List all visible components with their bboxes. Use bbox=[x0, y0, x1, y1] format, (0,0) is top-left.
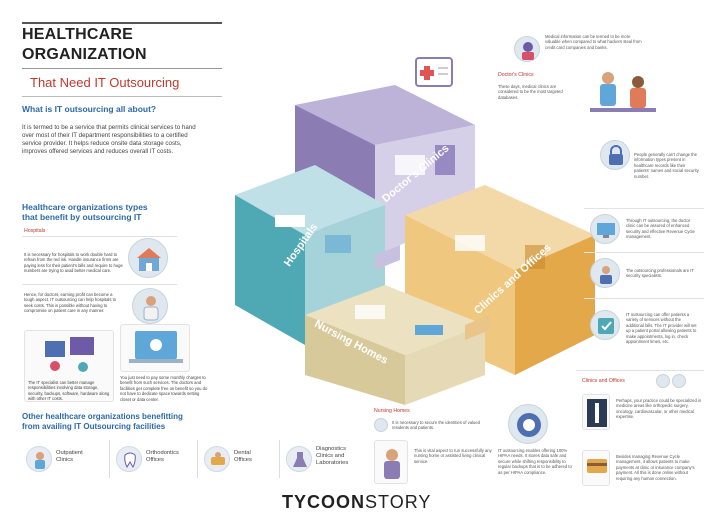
other-heading-line2: from availing IT Outsourcing facilities bbox=[22, 422, 166, 431]
doctor-small-icon bbox=[656, 374, 670, 388]
nursing-text-1: It is necessary to secure the identities… bbox=[392, 420, 480, 431]
shield-icon bbox=[374, 418, 388, 432]
bone-xray-illustration bbox=[582, 394, 610, 430]
laptop-illustration bbox=[120, 324, 190, 372]
outpatient-label-line2: Clinics bbox=[56, 457, 74, 463]
other-heading-line1: Other healthcare organizations benefitti… bbox=[22, 412, 183, 421]
perhaps-text: Perhaps, your practice could be speciali… bbox=[616, 398, 702, 420]
nursing-homes-label: Nursing Homes bbox=[374, 408, 410, 414]
divider bbox=[22, 284, 177, 285]
nursing-text-2: This is vital aspect to run successfully… bbox=[414, 448, 492, 464]
professionals-text: The outsourcing professionals are IT sec… bbox=[626, 268, 694, 279]
nursing-text-3: IT outsourcing enables offering 100% HIP… bbox=[498, 448, 572, 475]
intro-heading: What is IT outsourcing all about? bbox=[22, 104, 157, 114]
orthodontics-label-line2: Offices bbox=[146, 457, 164, 463]
divider bbox=[22, 236, 177, 237]
monthly-charges-text: You just need to pay some monthly charge… bbox=[120, 375, 208, 402]
it-specialist-text: The IT specialist can better manage resp… bbox=[28, 380, 110, 402]
through-it-text: Through IT outsourcing, the doctor clini… bbox=[626, 218, 695, 240]
tooth-icon bbox=[116, 446, 142, 472]
diagnostics-label-line3: Laboratories bbox=[316, 460, 349, 466]
hipaa-icon bbox=[508, 404, 548, 444]
medical-info-text: Medical information can be termed to be … bbox=[545, 34, 642, 50]
brand-logo: TYCOONSTORY bbox=[282, 492, 431, 513]
hospitals-section-label: Hospitals bbox=[24, 228, 46, 234]
brand-part1: TYCOON bbox=[282, 492, 366, 512]
brand-part2: STORY bbox=[365, 492, 432, 512]
doctor-icon bbox=[132, 288, 168, 324]
dental-label-line2: Offices bbox=[234, 457, 252, 463]
orthodontics-label-line1: Orthodontics bbox=[146, 450, 179, 456]
title-rule-top bbox=[22, 22, 222, 24]
besides-text: Besides managing Revenue Cycle managemen… bbox=[616, 454, 695, 481]
divider bbox=[584, 298, 704, 299]
hospitals-text-1: It is necessary for hospitals to work do… bbox=[24, 252, 123, 274]
people-text: People generally can't change the inform… bbox=[634, 152, 699, 179]
doctors-clinics-label: Doctor's Clinics bbox=[498, 72, 534, 78]
types-heading-line2: that benefit by outsourcing IT bbox=[22, 212, 142, 222]
monitor-icon bbox=[590, 214, 620, 244]
divider bbox=[576, 370, 704, 371]
payment-illustration bbox=[582, 450, 610, 486]
patient-portal-icon bbox=[590, 310, 620, 340]
page-title-line1: HEALTHCARE bbox=[22, 26, 134, 43]
dental-icon bbox=[204, 446, 230, 472]
doctors-clinics-text: These days, medical clinics are consider… bbox=[498, 84, 563, 100]
it-outsourcing-text: IT outsourcing can offer patients a vari… bbox=[626, 312, 697, 345]
dental-label-line1: Dental bbox=[234, 450, 251, 456]
nurse-small-icon bbox=[672, 374, 686, 388]
divider bbox=[584, 208, 704, 209]
clinics-offices-label: Clinics and Offices bbox=[582, 378, 625, 384]
types-heading-line1: Healthcare organizations types bbox=[22, 202, 148, 212]
diagnostics-label-line2: Clinics and bbox=[316, 453, 345, 459]
outpatient-label-line1: Outpatient bbox=[56, 450, 83, 456]
it-specialist-illustration bbox=[24, 330, 114, 402]
security-icon bbox=[600, 140, 630, 170]
hospitals-text-2: Hence, for doctors, earning profit can b… bbox=[24, 292, 117, 314]
hacker-icon bbox=[514, 36, 540, 62]
divider bbox=[584, 252, 704, 253]
consultation-illustration bbox=[580, 62, 666, 128]
diagnostics-label-line1: Diagnostics bbox=[316, 446, 346, 452]
house-icon bbox=[128, 238, 168, 278]
medical-card-icon bbox=[412, 50, 458, 96]
title-rule-middle bbox=[22, 68, 222, 69]
isometric-rooms-illustration bbox=[235, 85, 595, 405]
professional-icon bbox=[590, 258, 620, 288]
page-title-line2: ORGANIZATION bbox=[22, 46, 147, 63]
outpatient-icon bbox=[26, 446, 52, 472]
lab-icon bbox=[286, 446, 312, 472]
title-rule-bottom bbox=[22, 96, 222, 97]
page-subtitle: That Need IT Outsourcing bbox=[30, 75, 180, 90]
nursing-residents-illustration bbox=[374, 440, 408, 484]
intro-body: It is termed to be a service that permit… bbox=[22, 124, 196, 155]
